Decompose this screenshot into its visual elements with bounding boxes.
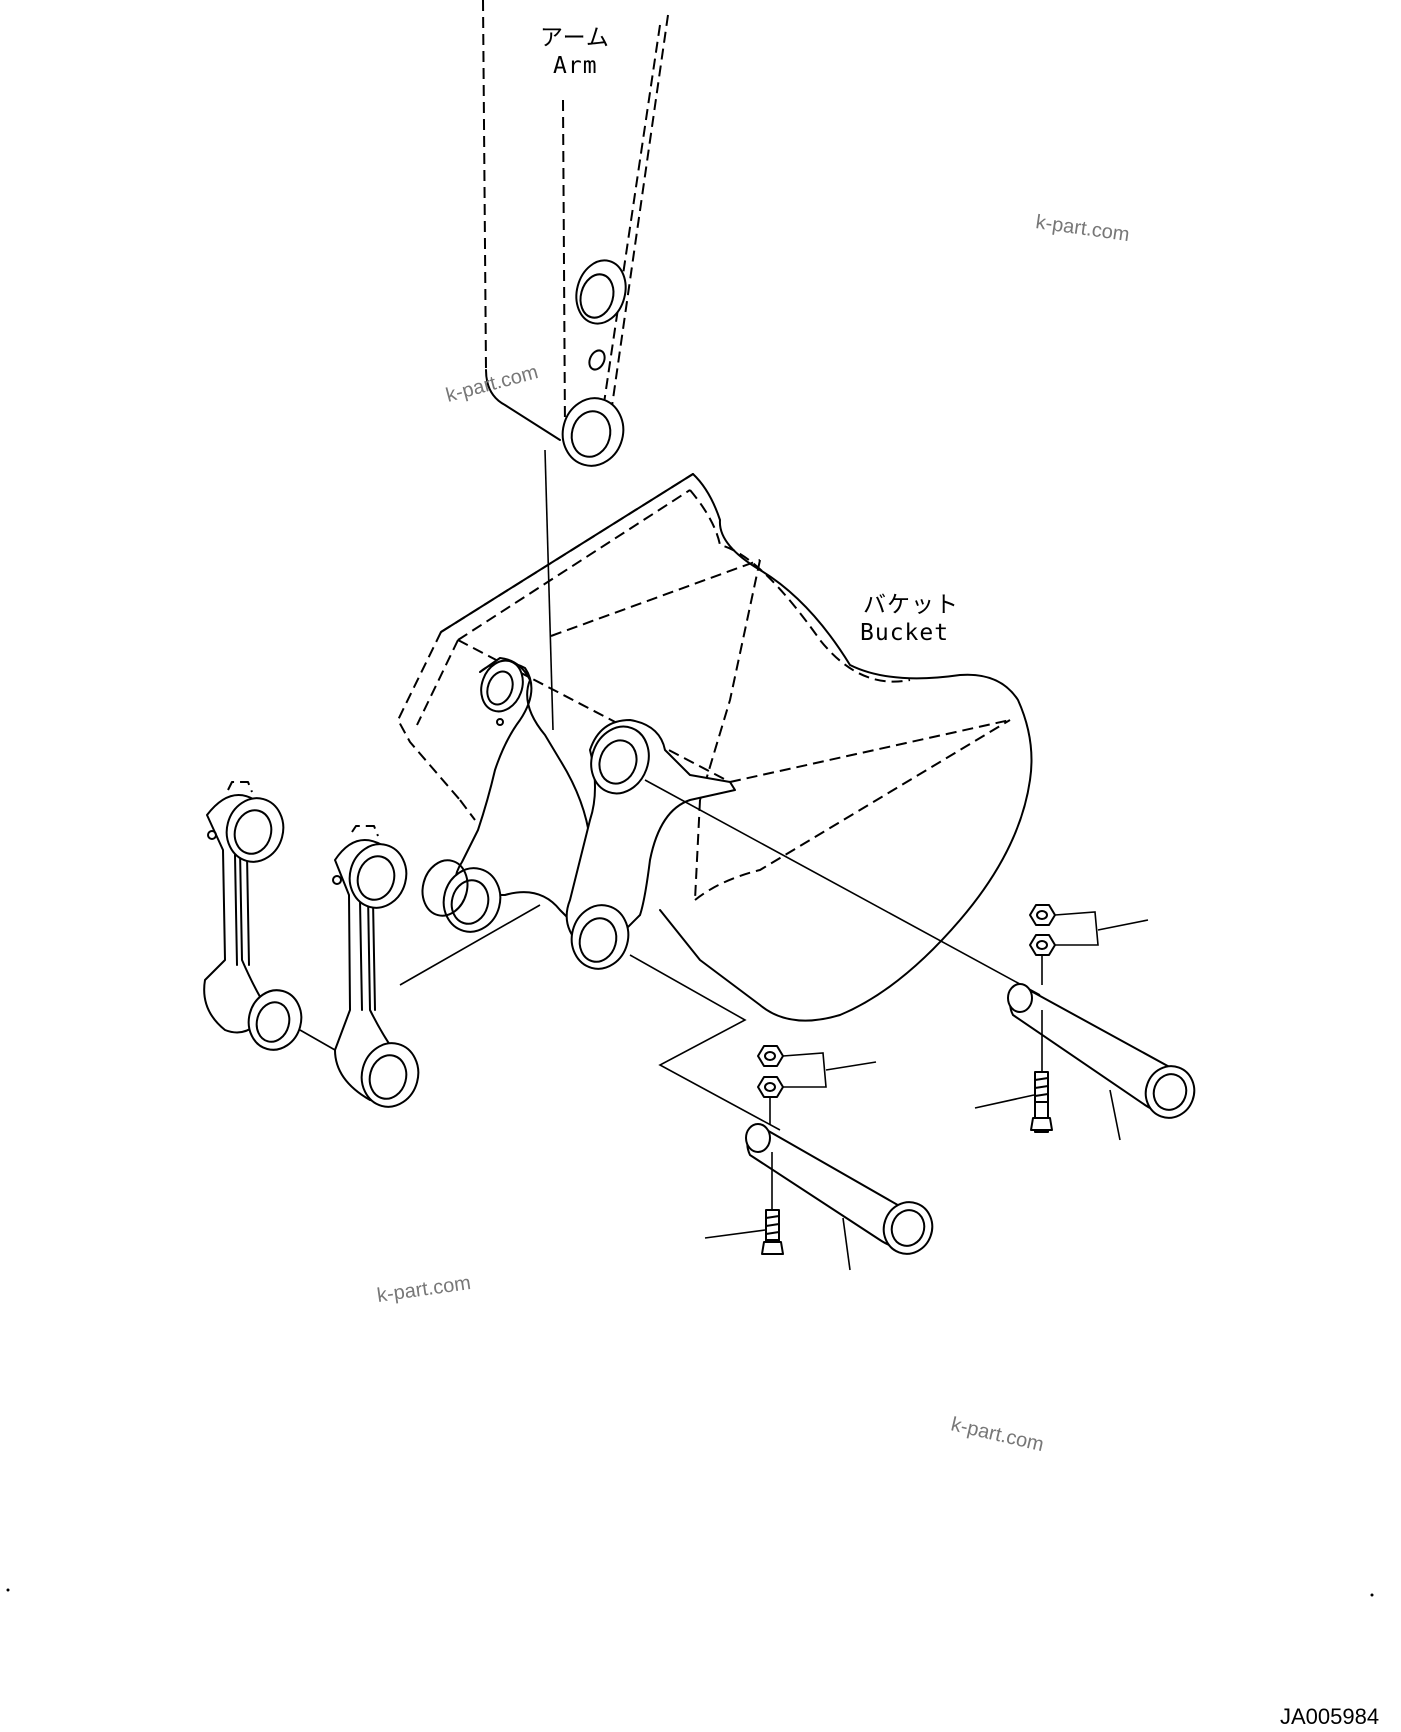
arm xyxy=(482,0,669,731)
bolt-right xyxy=(974,1010,1053,1133)
drawing-code: JA005984 xyxy=(1280,1704,1379,1729)
bolt-left xyxy=(704,1152,784,1255)
arm-guide-line xyxy=(544,449,554,731)
bucket-label-jp: バケット xyxy=(863,592,959,618)
pin-assembly-left xyxy=(704,1045,934,1271)
arm-grease-hole xyxy=(588,349,606,371)
arm-upper-bushing xyxy=(575,259,627,325)
nut-pair-left xyxy=(757,1045,877,1125)
nut-pair-right xyxy=(1029,904,1149,985)
arm-label-jp: アーム xyxy=(540,25,610,51)
watermark: k-part.com xyxy=(949,1413,1046,1456)
corner-mark xyxy=(1370,1593,1374,1597)
watermark: k-part.com xyxy=(1034,211,1131,246)
bucket-right-bracket xyxy=(565,719,736,970)
arm-lower-bushing xyxy=(561,397,625,467)
bucket xyxy=(397,473,1041,1131)
arm-label-en: Arm xyxy=(553,53,598,79)
pin-assembly-right xyxy=(974,904,1196,1141)
corner-mark xyxy=(6,1588,10,1592)
watermark: k-part.com xyxy=(376,1272,473,1307)
watermark: k-part.com xyxy=(444,361,541,407)
bucket-label-en: Bucket xyxy=(860,620,949,646)
link-left xyxy=(203,781,336,1051)
bucket-left-bracket xyxy=(421,657,591,933)
link-right xyxy=(332,825,420,1108)
